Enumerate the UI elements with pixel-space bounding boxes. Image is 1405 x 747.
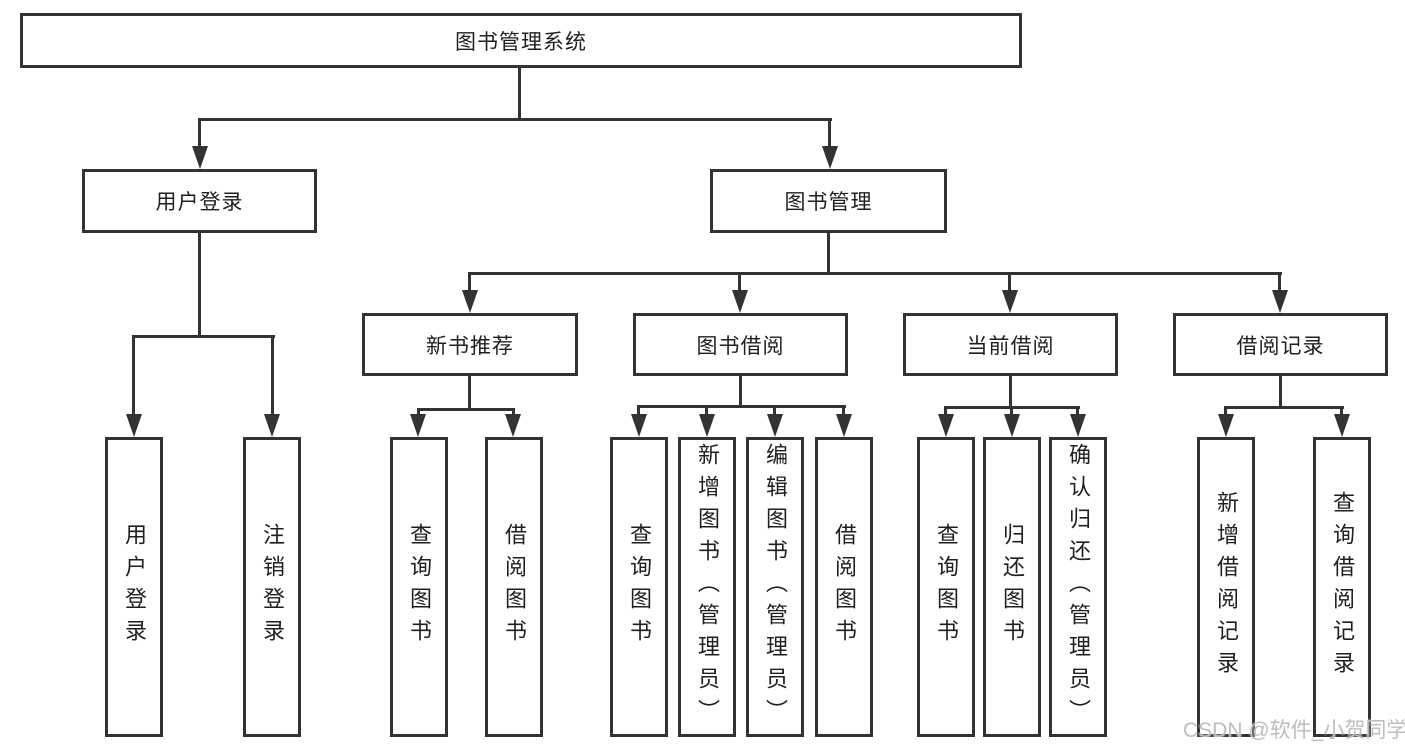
leaf-label: 查询图书 — [934, 523, 959, 651]
arrowhead-down-icon — [1002, 290, 1018, 313]
node-book-management: 图书管理 — [710, 169, 947, 233]
arrowhead-down-icon — [732, 290, 748, 313]
leaf-label: 用户登录 — [122, 523, 147, 651]
connector-line — [739, 376, 742, 405]
node-label: 借阅记录 — [1236, 334, 1325, 358]
leaf-edit-book-admin: 编辑图书（管理员） — [746, 437, 804, 737]
connector-line — [1010, 406, 1013, 414]
connector-line — [133, 335, 275, 338]
leaf-query-books-borrowing: 查询图书 — [610, 437, 668, 737]
node-borrowing-records: 借阅记录 — [1173, 313, 1388, 376]
connector-line — [828, 118, 831, 146]
arrowhead-down-icon — [505, 414, 521, 437]
connector-line — [1009, 376, 1012, 406]
arrowhead-down-icon — [1272, 290, 1288, 313]
connector-line — [1278, 272, 1281, 290]
leaf-label: 查询图书 — [627, 523, 652, 651]
leaf-query-books-recommend: 查询图书 — [390, 437, 448, 737]
leaf-label: 归还图书 — [1000, 523, 1025, 651]
connector-line — [773, 405, 776, 414]
leaf-query-borrow-record: 查询借阅记录 — [1313, 437, 1371, 737]
connector-line — [271, 335, 274, 414]
node-book-borrowing: 图书借阅 — [633, 313, 848, 376]
node-current-borrowing: 当前借阅 — [903, 313, 1118, 376]
arrowhead-down-icon — [767, 414, 783, 437]
leaf-label: 编辑图书（管理员） — [763, 443, 788, 731]
connector-line — [417, 408, 420, 414]
connector-line — [469, 272, 1282, 275]
leaf-user-login: 用户登录 — [105, 437, 163, 737]
connector-line — [198, 233, 201, 335]
leaf-add-borrow-record: 新增借阅记录 — [1197, 437, 1255, 737]
node-label: 图书管理系统 — [455, 30, 587, 54]
node-label: 新书推荐 — [426, 334, 514, 358]
arrowhead-down-icon — [1334, 414, 1350, 437]
connector-line — [637, 405, 640, 414]
connector-line — [1340, 406, 1343, 414]
arrowhead-down-icon — [192, 146, 208, 169]
leaf-label: 确认归还（管理员） — [1066, 443, 1091, 731]
leaf-label: 新增借阅记录 — [1214, 491, 1239, 683]
node-library-management-system: 图书管理系统 — [20, 13, 1022, 68]
arrowhead-down-icon — [1004, 414, 1020, 437]
leaf-label: 新增图书（管理员） — [695, 443, 720, 731]
connector-line — [468, 272, 471, 290]
connector-line — [1224, 406, 1344, 409]
connector-line — [637, 405, 846, 408]
leaf-confirm-return-admin: 确认归还（管理员） — [1049, 437, 1107, 737]
arrowhead-down-icon — [1070, 414, 1086, 437]
arrowhead-down-icon — [631, 414, 647, 437]
leaf-borrow-books: 借阅图书 — [815, 437, 873, 737]
connector-line — [738, 272, 741, 290]
leaf-add-book-admin: 新增图书（管理员） — [678, 437, 736, 737]
arrowhead-down-icon — [699, 414, 715, 437]
node-label: 图书管理 — [784, 191, 873, 214]
connector-line — [1224, 406, 1227, 414]
leaf-label: 借阅图书 — [832, 523, 857, 651]
connector-line — [198, 118, 201, 146]
arrowhead-down-icon — [938, 414, 954, 437]
connector-line — [468, 376, 471, 408]
node-label: 当前借阅 — [966, 334, 1055, 358]
csdn-watermark: CSDN @软件_小贺同学 — [1183, 719, 1405, 742]
leaf-label: 查询借阅记录 — [1330, 491, 1355, 683]
connector-line — [944, 406, 947, 414]
node-label: 图书借阅 — [696, 334, 785, 358]
connector-line — [1076, 406, 1079, 414]
connector-line — [518, 68, 521, 118]
connector-line — [132, 335, 135, 414]
connector-line — [827, 233, 830, 272]
leaf-label: 借阅图书 — [502, 523, 527, 651]
connector-line — [512, 408, 515, 414]
connector-line — [417, 408, 515, 411]
arrowhead-down-icon — [462, 290, 478, 313]
arrowhead-down-icon — [836, 414, 852, 437]
leaf-query-books-current: 查询图书 — [917, 437, 975, 737]
leaf-label: 查询图书 — [407, 523, 432, 651]
arrowhead-down-icon — [264, 414, 280, 437]
arrowhead-down-icon — [410, 414, 426, 437]
connector-line — [199, 118, 832, 121]
node-new-book-recommendation: 新书推荐 — [362, 313, 578, 376]
connector-line — [1008, 272, 1011, 290]
connector-line — [1279, 376, 1282, 406]
arrowhead-down-icon — [126, 414, 142, 437]
connector-line — [705, 405, 708, 414]
node-user-login: 用户登录 — [82, 169, 317, 233]
arrowhead-down-icon — [1218, 414, 1234, 437]
arrowhead-down-icon — [822, 146, 838, 169]
node-label: 用户登录 — [155, 191, 244, 214]
leaf-label: 注销登录 — [260, 523, 285, 651]
leaf-logout: 注销登录 — [243, 437, 301, 737]
leaf-borrow-books-recommend: 借阅图书 — [485, 437, 543, 737]
leaf-return-books: 归还图书 — [983, 437, 1041, 737]
connector-line — [842, 405, 845, 414]
